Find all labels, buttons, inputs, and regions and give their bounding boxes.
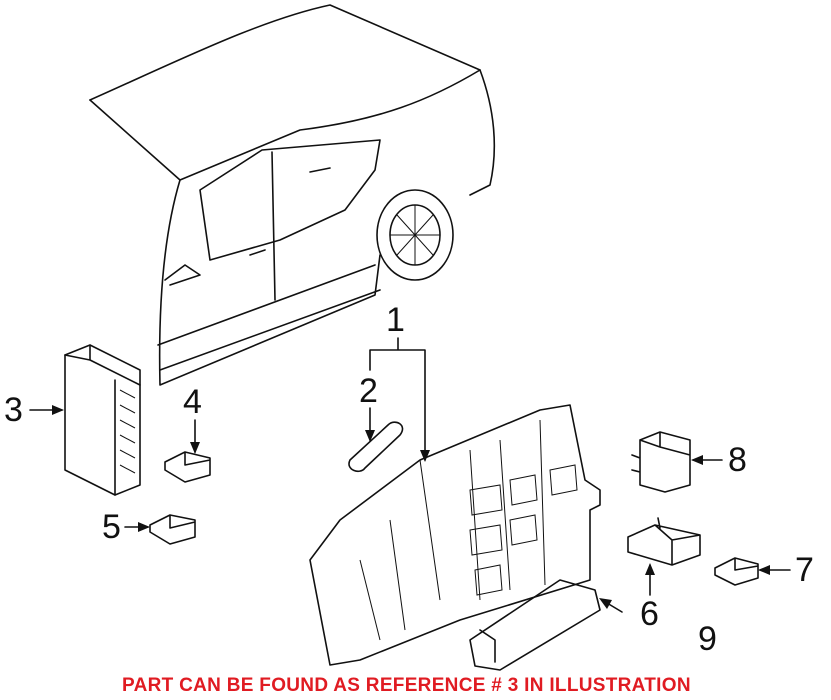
callout-1: 1 [386,301,405,339]
callout-9: 9 [698,620,717,658]
arrowheads [52,405,770,609]
callout-3: 3 [4,391,23,429]
part-5-relay [149,514,196,545]
callout-2: 2 [359,372,378,410]
vehicle-outline [89,4,496,386]
part-2-bracket [348,421,404,472]
part-3-fuse-block [64,344,141,496]
callout-6: 6 [640,595,659,633]
callout-5: 5 [102,508,121,546]
callout-7: 7 [795,551,814,589]
leader-lines [29,337,791,613]
part-8-relay [631,431,691,493]
part-7-relay [714,557,759,586]
part-6-holder [627,517,701,566]
callout-4: 4 [183,383,202,421]
reference-note: PART CAN BE FOUND AS REFERENCE # 3 IN IL… [122,675,691,696]
part-4-relay [164,451,211,483]
part-9-module [469,579,601,671]
part-1-control-module [309,404,601,666]
callout-8: 8 [728,441,747,479]
